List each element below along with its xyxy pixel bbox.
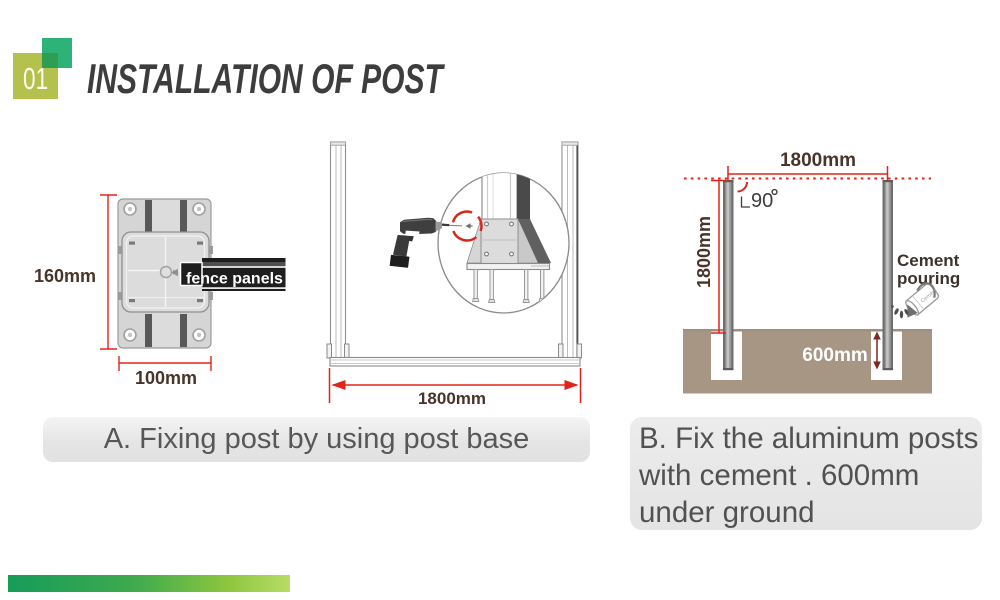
- svg-text:600mm: 600mm: [802, 345, 868, 366]
- svg-text:pouring: pouring: [897, 269, 960, 288]
- svg-text:Cement: Cement: [897, 251, 960, 270]
- svg-text:1800mm: 1800mm: [694, 216, 714, 288]
- svg-text:160mm: 160mm: [34, 266, 96, 286]
- svg-text:fence panels: fence panels: [186, 271, 283, 288]
- svg-text:1800mm: 1800mm: [418, 389, 486, 408]
- svg-text:90: 90: [751, 190, 773, 212]
- svg-text:1800mm: 1800mm: [780, 150, 856, 171]
- svg-text:100mm: 100mm: [135, 368, 197, 388]
